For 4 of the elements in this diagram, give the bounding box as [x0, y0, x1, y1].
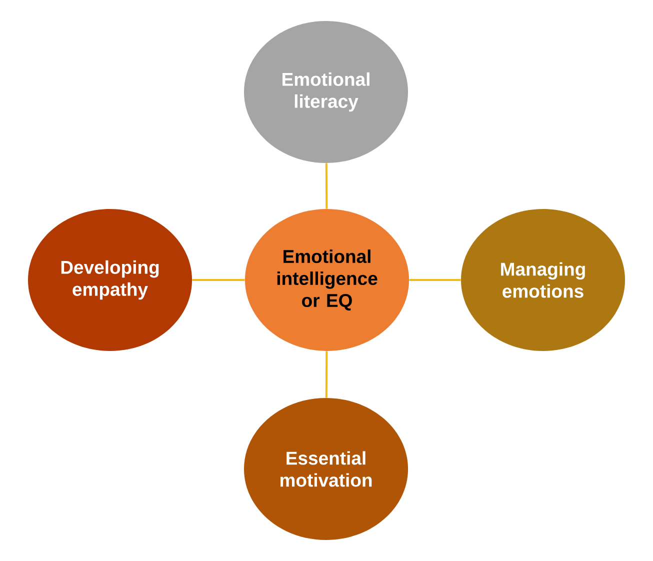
connector-line: [325, 163, 328, 209]
connector-line: [409, 278, 461, 281]
connector-line: [192, 278, 245, 281]
connector-line: [325, 351, 328, 398]
